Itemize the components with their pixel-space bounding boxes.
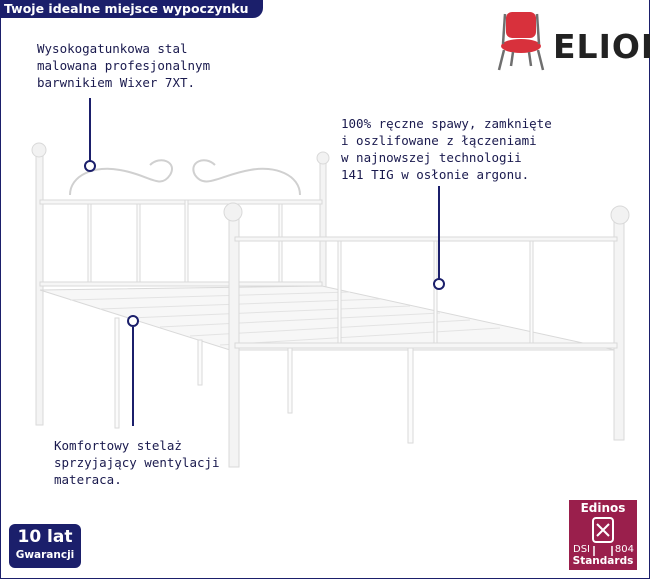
certificate-dsi: DSI	[573, 544, 590, 555]
certificate-number: 804	[614, 544, 634, 555]
callout-slats: Komfortowy stelaż sprzyjający wentylacji…	[54, 438, 220, 487]
edinos-certificate-badge: Edinos DSI 804 Standards	[569, 500, 637, 570]
warranty-years: 10 lat	[17, 527, 73, 547]
warranty-label: Gwarancji	[15, 549, 75, 561]
certificate-emblem-icon	[592, 517, 614, 556]
tagline-banner: Twoje idealne miejsce wypoczynku	[0, 0, 263, 18]
certificate-name: Edinos	[580, 501, 626, 515]
warranty-badge: 10 lat Gwarancji	[9, 524, 81, 568]
callout-welds: 100% ręczne spawy, zamknięte i oszlifowa…	[341, 116, 552, 182]
certificate-standards: Standards	[572, 555, 634, 567]
callout-steel: Wysokogatunkowa stal malowana profesjona…	[37, 41, 211, 90]
brand-logo: ELIOR	[553, 27, 650, 66]
